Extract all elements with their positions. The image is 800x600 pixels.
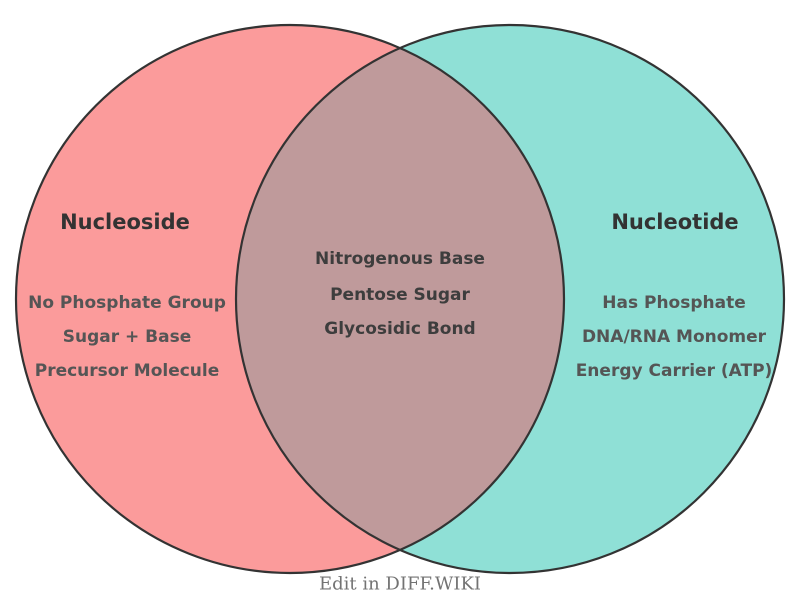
- left-set-item: No Phosphate Group: [28, 293, 226, 313]
- right-set-title: Nucleotide: [611, 210, 739, 234]
- right-circle-outline: [234, 23, 786, 575]
- right-set-item: Energy Carrier (ATP): [575, 361, 773, 381]
- overlap-item: Nitrogenous Base: [315, 249, 485, 269]
- overlap-item: Pentose Sugar: [330, 285, 470, 305]
- right-set-item: Has Phosphate: [602, 293, 746, 313]
- left-set-title: Nucleoside: [60, 210, 190, 234]
- left-set-item: Precursor Molecule: [34, 361, 220, 381]
- left-set-item: Sugar + Base: [62, 327, 192, 347]
- edit-watermark-link[interactable]: Edit in DIFF.WIKI: [318, 573, 482, 595]
- right-set-item: DNA/RNA Monomer: [581, 327, 767, 347]
- overlap-item: Glycosidic Bond: [324, 319, 476, 339]
- left-circle-outline: [14, 23, 566, 575]
- overlap-lens-fill: [235, 48, 565, 550]
